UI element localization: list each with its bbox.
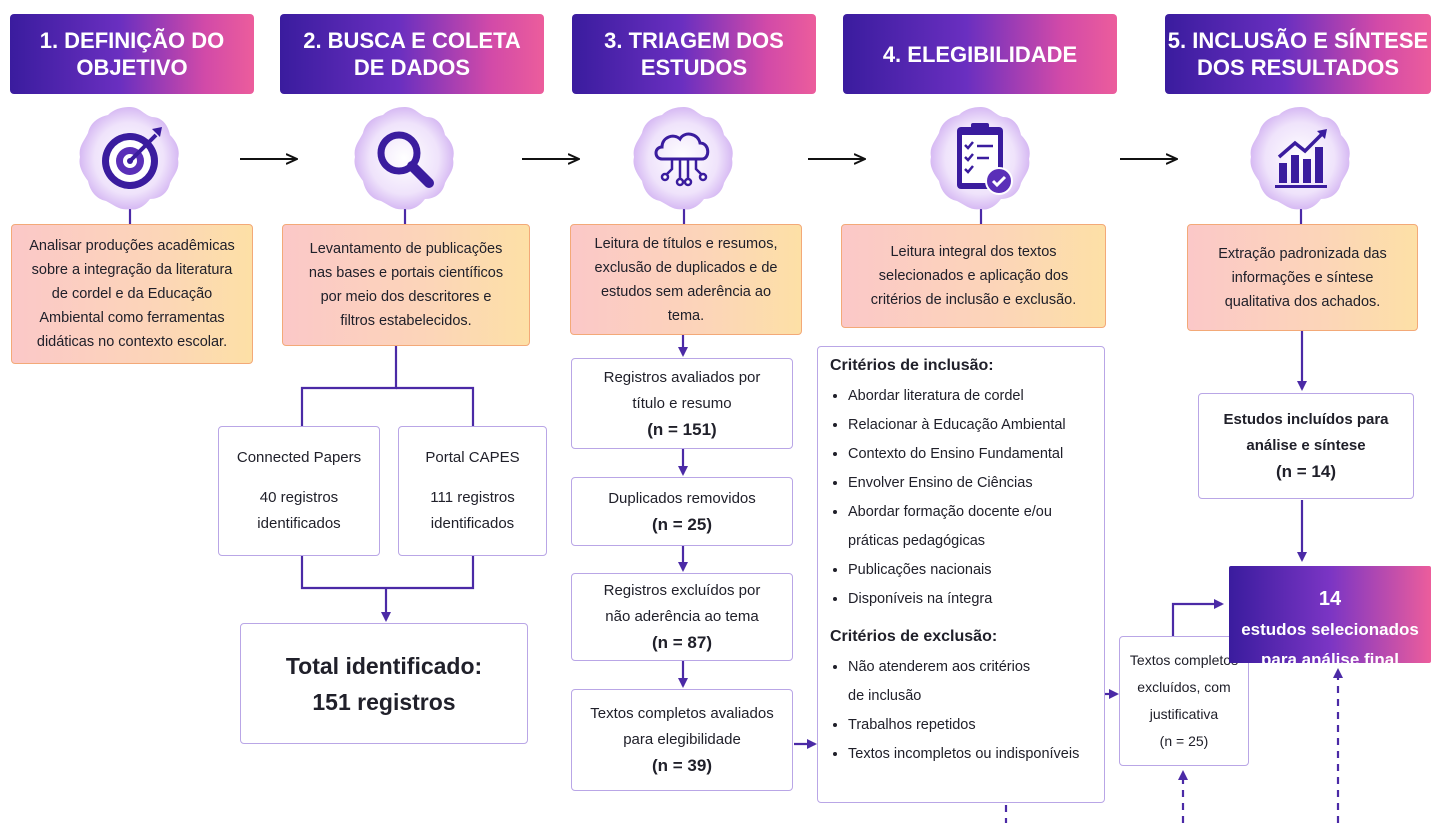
included-studies-box: Estudos incluídos para análise e síntese… [1198, 393, 1414, 499]
exclusion-criteria-list: Não atenderem aos critérios de inclusão … [830, 653, 1092, 769]
inclusion-criteria-title: Critérios de inclusão: [830, 357, 994, 374]
step-1-title: 1. DEFINIÇÃO DO OBJETIVO [39, 28, 225, 80]
source-portal-capes: Portal CAPES 111 registros identificados [398, 426, 547, 556]
inclusion-criterion: Abordar formação docente e/ou práticas p… [848, 498, 1092, 556]
source-connected-papers: Connected Papers 40 registros identifica… [218, 426, 380, 556]
step-1-text: Analisar produções acadêmicas sobre a in… [29, 238, 235, 350]
screening-label: Duplicados removidos [608, 489, 756, 507]
screening-count: (n = 39) [652, 756, 712, 775]
included-label: Estudos incluídos para análise e síntese [1223, 411, 1389, 454]
screening-excluded-topic: Registros excluídos por não aderência ao… [571, 573, 793, 661]
inclusion-criteria-list: Abordar literatura de cordel Relacionar … [830, 382, 1092, 614]
step-2-title: 2. BUSCA E COLETA DE DADOS [303, 28, 521, 80]
step-1-description: Analisar produções acadêmicas sobre a in… [11, 224, 253, 364]
included-count: (n = 14) [1276, 462, 1336, 481]
step-5-text: Extração padronizada das informações e s… [1218, 245, 1387, 310]
step-3-text: Leitura de títulos e resumos, exclusão d… [594, 235, 778, 324]
step-2-description: Levantamento de publicações nas bases e … [282, 224, 530, 346]
criteria-panel: Critérios de inclusão: Abordar literatur… [817, 346, 1105, 803]
step-4-description: Leitura integral dos textos selecionados… [841, 224, 1106, 328]
step-2-text: Levantamento de publicações nas bases e … [308, 241, 504, 329]
step-4-text: Leitura integral dos textos selecionados… [870, 244, 1077, 308]
step-4-title: 4. ELEGIBILIDADE [882, 41, 1078, 67]
step-4-header: 4. ELEGIBILIDADE [843, 14, 1117, 94]
screening-fulltext-assessed: Textos completos avaliados para elegibil… [571, 689, 793, 791]
inclusion-criterion: Relacionar à Educação Ambiental [848, 411, 1092, 440]
step-1-header: 1. DEFINIÇÃO DO OBJETIVO [10, 14, 254, 94]
icon-badge-3 [628, 103, 740, 215]
screening-label: Textos completos avaliados para elegibil… [590, 705, 774, 748]
magnifier-icon [354, 107, 454, 210]
icon-badge-2 [349, 103, 461, 215]
cloud-network-icon [633, 107, 733, 210]
inclusion-criterion: Contexto do Ensino Fundamental [848, 440, 1092, 469]
inclusion-criterion: Abordar literatura de cordel [848, 382, 1092, 411]
exclusion-criteria-title: Critérios de exclusão: [830, 628, 998, 645]
source-name: Connected Papers [236, 449, 362, 466]
total-identified-box: Total identificado: 151 registros [240, 623, 528, 744]
icon-badge-5 [1245, 103, 1357, 215]
step-3-header: 3. TRIAGEM DOS ESTUDOS [572, 14, 816, 94]
total-value: 151 registros [312, 688, 456, 715]
exclusion-criterion: Não atenderem aos critérios de inclusão [848, 653, 1092, 711]
screening-label: Registros avaliados por título e resumo [603, 368, 761, 412]
inclusion-criterion: Publicações nacionais [848, 556, 1092, 585]
excluded-fulltexts-box: Textos completos excluídos, com justific… [1119, 636, 1249, 766]
excluded-label: Textos completos excluídos, com justific… [1129, 652, 1239, 722]
clipboard-check-icon [930, 107, 1030, 210]
final-label: estudos selecionados para análise final [1241, 620, 1419, 669]
total-label: Total identificado: [285, 652, 483, 679]
screening-count: (n = 87) [652, 633, 712, 652]
source-name: Portal CAPES [425, 449, 520, 466]
source-count: 40 registros identificados [257, 489, 341, 532]
inclusion-criterion: Envolver Ensino de Ciências [848, 469, 1092, 498]
exclusion-criterion: Trabalhos repetidos [848, 711, 1092, 740]
icon-badge-1 [74, 103, 186, 215]
screening-titles-abstracts: Registros avaliados por título e resumo … [571, 358, 793, 449]
step-5-title: 5. INCLUSÃO E SÍNTESE DOS RESULTADOS [1167, 28, 1429, 80]
step-5-header: 5. INCLUSÃO E SÍNTESE DOS RESULTADOS [1165, 14, 1431, 94]
growth-chart-icon [1250, 107, 1350, 210]
step-2-header: 2. BUSCA E COLETA DE DADOS [280, 14, 544, 94]
step-3-description: Leitura de títulos e resumos, exclusão d… [570, 224, 802, 335]
target-icon [79, 107, 179, 210]
screening-count: (n = 25) [652, 514, 712, 534]
inclusion-criterion: Disponíveis na íntegra [848, 585, 1092, 614]
step-3-title: 3. TRIAGEM DOS ESTUDOS [604, 28, 784, 80]
final-selection-box: 14 estudos selecionados para análise fin… [1229, 566, 1431, 669]
screening-label: Registros excluídos por não aderência ao… [603, 582, 761, 625]
source-count: 111 registros identificados [430, 489, 515, 532]
excluded-count: (n = 25) [1159, 733, 1209, 749]
step-5-description: Extração padronizada das informações e s… [1187, 224, 1418, 331]
final-number: 14 [1318, 588, 1342, 610]
screening-duplicates: Duplicados removidos (n = 25) [571, 477, 793, 546]
icon-badge-4 [925, 103, 1037, 215]
exclusion-criterion: Textos incompletos ou indisponíveis [848, 740, 1092, 769]
screening-count: (n = 151) [647, 419, 717, 439]
